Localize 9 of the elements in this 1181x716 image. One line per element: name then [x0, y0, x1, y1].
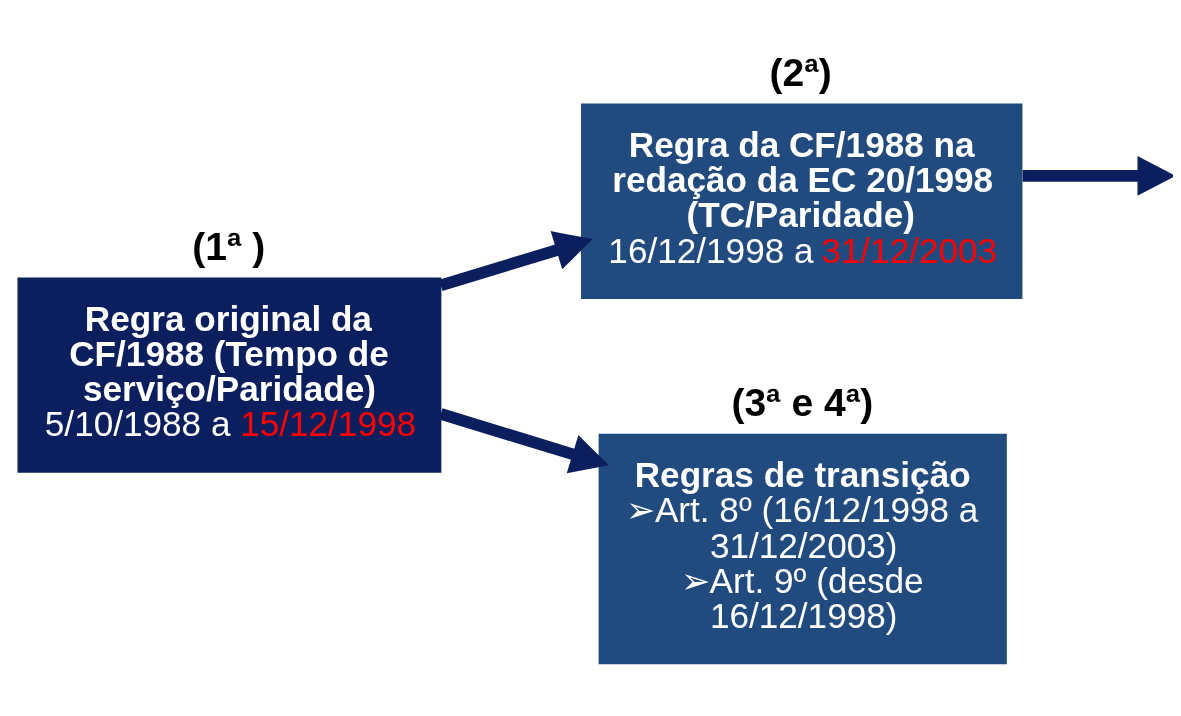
node-label: (2ª) — [769, 50, 832, 94]
node-box: Regra da CF/1988 na redação da EC 20/1998 (TC/Paridade) 16/12/1998 a 31/12/2003 — [581, 103, 1023, 299]
arrow — [439, 230, 593, 291]
arrow — [1022, 155, 1173, 196]
node-box: Regras de transição ➢Art. 8º (16/12/1998 a 31/12/2003) ➢Art. 9º (desde 16/12/1998) — [598, 433, 1007, 664]
node-label: (3ª e 4ª) — [731, 380, 874, 424]
node-box: Regra original da CF/1988 (Tempo de serviço/Paridade) 5/10/1988 a 15/12/1998 — [17, 276, 442, 473]
node-label: (1ª ) — [192, 224, 266, 268]
arrow — [439, 407, 609, 473]
